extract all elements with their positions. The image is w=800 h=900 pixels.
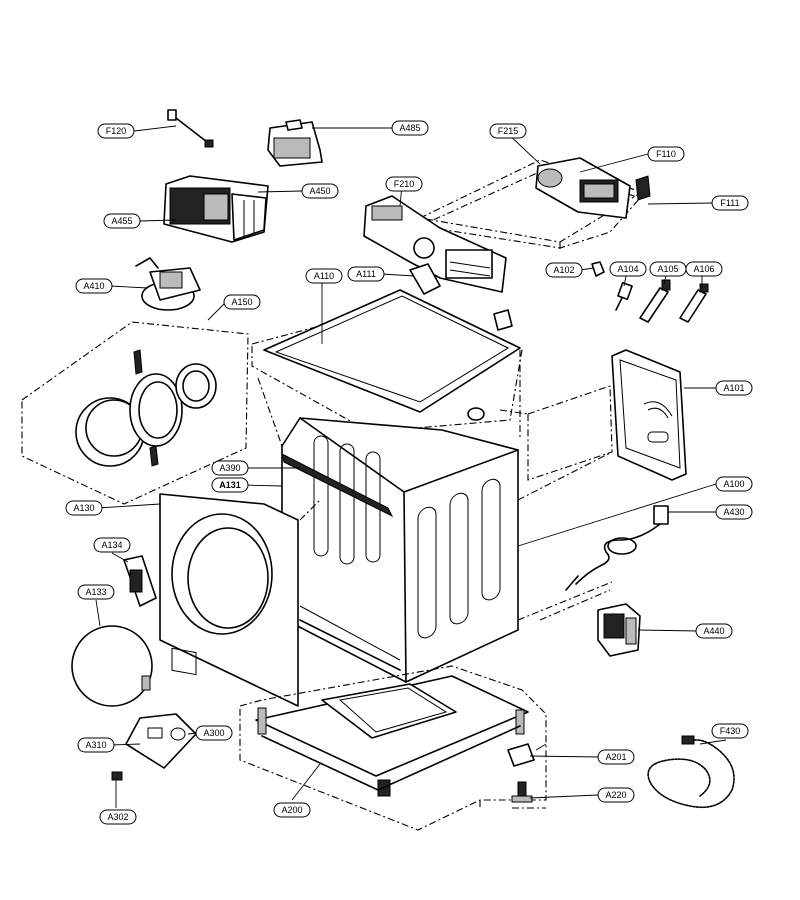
part-a101-side-panel	[611, 349, 687, 481]
svg-text:A302: A302	[107, 812, 128, 822]
svg-text:F215: F215	[498, 126, 519, 136]
label-a101: A101	[715, 380, 753, 396]
label-a111: A111	[347, 266, 385, 282]
label-a102: A102	[545, 262, 583, 278]
label-f120: F120	[97, 123, 135, 139]
part-a300-service-cover	[125, 713, 197, 769]
svg-text:A450: A450	[309, 186, 330, 196]
part-a130-front-panel	[159, 493, 299, 707]
svg-text:A150: A150	[231, 297, 252, 307]
part-f210-control-panel	[363, 195, 507, 293]
svg-text:A130: A130	[73, 503, 94, 513]
part-a220-foot	[511, 781, 533, 803]
svg-text:F110: F110	[656, 149, 676, 159]
svg-text:A133: A133	[85, 587, 106, 597]
part-a104-valve	[615, 281, 633, 311]
svg-text:A100: A100	[723, 479, 744, 489]
part-a133-clamp-ring	[71, 625, 153, 707]
label-a390: A390	[211, 460, 249, 476]
svg-text:F430: F430	[720, 726, 741, 736]
svg-text:A440: A440	[703, 626, 724, 636]
svg-text:A220: A220	[605, 790, 626, 800]
svg-text:A102: A102	[553, 265, 574, 275]
svg-text:A134: A134	[101, 540, 122, 550]
svg-text:F120: F120	[106, 126, 127, 136]
part-a410-pressure-switch	[135, 257, 201, 311]
label-f430: F430	[711, 723, 749, 739]
part-a102-cap	[591, 261, 605, 277]
leader-lines	[95, 125, 727, 809]
part-a150-door-assembly	[21, 321, 249, 505]
label-a450: A450	[301, 183, 339, 199]
svg-text:A455: A455	[111, 216, 132, 226]
part-a110-top-plate	[251, 289, 523, 433]
svg-text:F111: F111	[720, 198, 739, 208]
label-a310: A310	[77, 737, 115, 753]
part-f120-sensor	[167, 109, 214, 148]
svg-text:A310: A310	[85, 740, 106, 750]
label-a106: A106	[685, 261, 723, 277]
svg-text:A430: A430	[723, 507, 744, 517]
svg-text:A485: A485	[399, 123, 420, 133]
part-a105-valve	[639, 279, 671, 323]
label-a485: A485	[391, 120, 429, 136]
svg-text:A200: A200	[281, 805, 302, 815]
label-f111: F111	[711, 195, 749, 211]
svg-text:A201: A201	[605, 752, 626, 762]
part-f111-button	[635, 175, 651, 201]
label-a220: A220	[597, 787, 635, 803]
part-a200-base	[239, 665, 547, 831]
part-a485-control-module	[267, 119, 323, 167]
svg-text:A410: A410	[83, 281, 104, 291]
svg-text:A101: A101	[723, 383, 744, 393]
label-f215: F215	[489, 123, 527, 139]
label-a133: A133	[77, 584, 115, 600]
svg-text:A110: A110	[314, 271, 334, 281]
label-a134: A134	[93, 537, 131, 553]
label-a104: A104	[609, 261, 647, 277]
part-f430-drain-hose	[647, 735, 735, 809]
label-a302: A302	[99, 809, 137, 825]
part-a430-power-cord	[565, 505, 669, 591]
svg-text:A105: A105	[657, 264, 678, 274]
part-a100-cabinet	[281, 407, 519, 683]
label-f210: F210	[385, 176, 423, 192]
label-a430: A430	[715, 504, 753, 520]
part-a106-valve	[679, 283, 709, 323]
label-a455: A455	[103, 213, 141, 229]
svg-text:A106: A106	[693, 264, 714, 274]
part-a440-noise-filter	[597, 603, 641, 657]
svg-text:A131: A131	[219, 480, 241, 490]
label-a201: A201	[597, 749, 635, 765]
part-a101-outline	[527, 385, 613, 481]
label-a131: A131	[211, 477, 249, 493]
label-a100: A100	[715, 476, 753, 492]
label-a110: A110	[305, 268, 343, 284]
part-a111-bracket	[409, 263, 441, 295]
part-a201-bracket	[507, 743, 535, 767]
svg-text:A111: A111	[356, 269, 376, 279]
callout-labels: F120 A485 F215 F110 A450 F210 F111 A455 …	[65, 120, 753, 825]
part-f110-pcb	[535, 157, 631, 219]
part-a302-screw	[111, 771, 123, 781]
label-a410: A410	[75, 278, 113, 294]
label-f110: F110	[647, 146, 685, 162]
svg-text:A104: A104	[617, 264, 638, 274]
label-a440: A440	[695, 623, 733, 639]
svg-text:A300: A300	[203, 728, 224, 738]
label-a130: A130	[65, 500, 103, 516]
svg-text:F210: F210	[394, 179, 415, 189]
label-a200: A200	[273, 802, 311, 818]
part-a450-drawer-housing	[163, 175, 269, 243]
label-a150: A150	[223, 294, 261, 310]
label-a105: A105	[649, 261, 687, 277]
part-a134-latch	[123, 555, 157, 607]
label-a300: A300	[195, 725, 233, 741]
svg-text:A390: A390	[219, 463, 240, 473]
